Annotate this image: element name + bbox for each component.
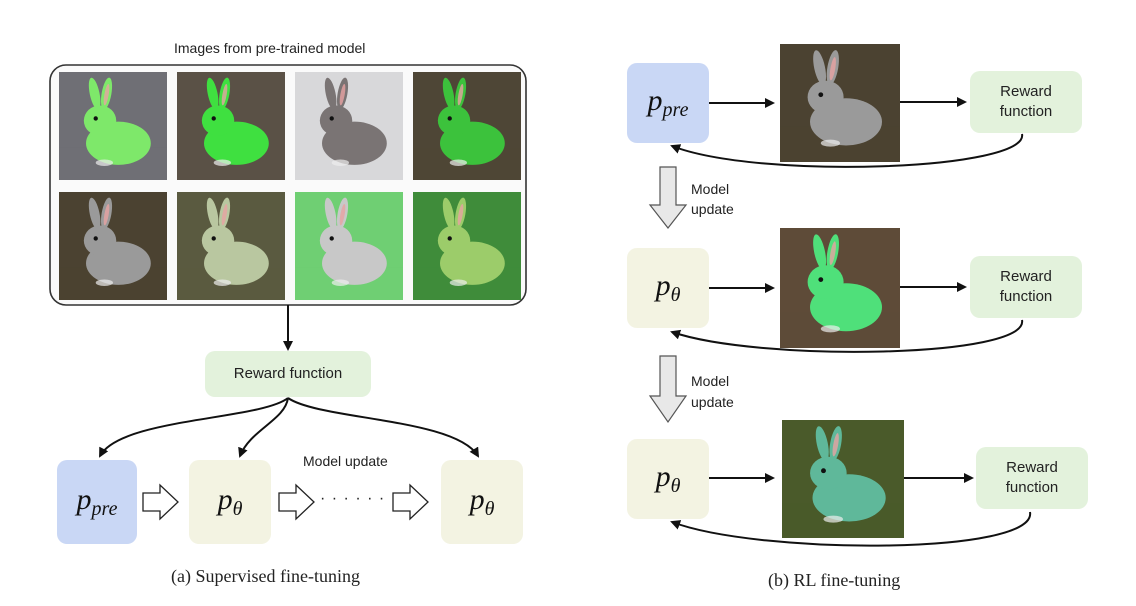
rl-reward-box-2: Reward function	[970, 256, 1082, 318]
update-label-2b: update	[691, 394, 734, 410]
rabbit-illustration	[177, 72, 285, 180]
rabbit-illustration	[59, 72, 167, 180]
rl-image-2	[780, 228, 900, 348]
rl-reward-label-2: Reward function	[999, 268, 1053, 305]
rl-model-box-1: ppre	[627, 63, 709, 143]
caption-right: (b) RL fine-tuning	[768, 570, 901, 590]
arrow-reward-to-ptheta2	[287, 397, 480, 458]
p-pre-symbol: ppre	[647, 84, 689, 121]
update-arrow	[648, 166, 688, 424]
rl-model-box-3: pθ	[627, 439, 709, 519]
rabbit-illustration	[780, 44, 900, 162]
caption-left: (a) Supervised fine-tuning	[171, 566, 360, 586]
p-theta-symbol: pθ	[655, 460, 681, 497]
rl-reward-box-1: Reward function	[970, 71, 1082, 133]
gallery-image-5	[59, 192, 167, 300]
model-update-label: Model update	[303, 453, 388, 469]
update-label-2a: Model	[691, 373, 730, 389]
gallery-image-2	[177, 72, 285, 180]
rl-model-box-2: pθ	[627, 248, 709, 328]
rabbit-illustration	[295, 192, 403, 300]
rabbit-illustration	[295, 72, 403, 180]
p-theta-symbol: pθ	[469, 483, 495, 520]
p-theta-box-2: pθ	[441, 460, 523, 544]
p-theta-box-1: pθ	[189, 460, 271, 544]
gallery-image-4	[413, 72, 521, 180]
update-label-1a: Model	[691, 181, 730, 197]
rabbit-illustration	[59, 192, 167, 300]
rl-image-1	[780, 44, 900, 162]
reward-function-label: Reward function	[233, 365, 343, 382]
arrow-rl-feedback-3	[670, 511, 1032, 547]
rabbit-illustration	[413, 72, 521, 180]
p-pre-symbol: ppre	[76, 483, 118, 520]
arrow-reward-to-ppre	[99, 397, 289, 458]
rabbit-illustration	[782, 420, 904, 538]
arrow-rl-feedback-1	[670, 133, 1024, 168]
rabbit-illustration	[780, 228, 900, 348]
arrow-reward-to-ptheta1	[238, 397, 289, 458]
gallery-image-1	[59, 72, 167, 180]
arrow-rl-feedback-2	[670, 319, 1024, 353]
chain-dots: · · · · · ·	[320, 490, 386, 507]
rl-reward-label-1: Reward function	[999, 83, 1053, 120]
rl-reward-box-3: Reward function	[976, 447, 1088, 509]
rl-reward-label-3: Reward function	[1005, 459, 1059, 496]
rl-image-3	[782, 420, 904, 538]
p-pre-box: ppre	[57, 460, 137, 544]
hollow-arrow	[142, 483, 429, 521]
rabbit-illustration	[413, 192, 521, 300]
gallery-image-3	[295, 72, 403, 180]
gallery-image-8	[413, 192, 521, 300]
gallery-image-7	[295, 192, 403, 300]
reward-function-box: Reward function	[205, 351, 371, 397]
gallery-title: Images from pre-trained model	[174, 40, 366, 56]
rabbit-illustration	[177, 192, 285, 300]
update-label-1b: update	[691, 201, 734, 217]
p-theta-symbol: pθ	[655, 269, 681, 306]
gallery-image-6	[177, 192, 285, 300]
p-theta-symbol: pθ	[217, 483, 243, 520]
